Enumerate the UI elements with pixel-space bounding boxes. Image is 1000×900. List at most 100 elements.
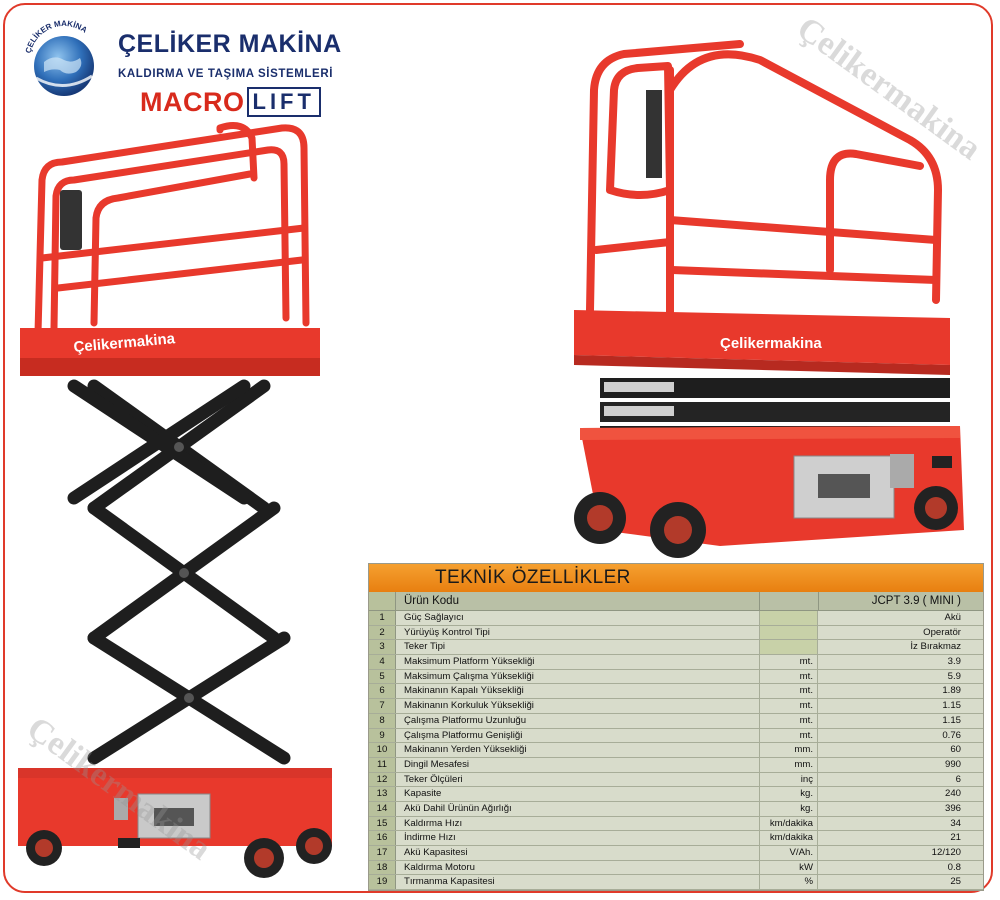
row-number: 18 bbox=[369, 860, 396, 875]
spec-unit: mt. bbox=[760, 699, 818, 713]
spec-name: Dingil Mesafesi bbox=[396, 757, 760, 772]
spec-value: 0.76 bbox=[942, 729, 961, 741]
spec-name: Maksimum Çalışma Yüksekliği bbox=[396, 669, 760, 684]
spec-unit: mt. bbox=[760, 728, 818, 743]
spec-value: 3.9 bbox=[947, 656, 961, 668]
spec-name: Kapasite bbox=[396, 787, 760, 801]
product-logo-part-a: MACRO bbox=[140, 86, 245, 117]
spec-name: Kaldırma Hızı bbox=[396, 816, 760, 831]
spec-unit: kg. bbox=[760, 801, 818, 816]
spec-value: Operatör bbox=[923, 626, 961, 638]
row-number: 16 bbox=[369, 831, 396, 845]
spec-unit: inç bbox=[760, 772, 818, 787]
row-number: 5 bbox=[369, 669, 396, 684]
row-number: 14 bbox=[369, 801, 396, 816]
row-number: 19 bbox=[369, 875, 396, 890]
spec-unit: mt. bbox=[760, 655, 818, 669]
spec-name: Akü Kapasitesi bbox=[396, 846, 760, 860]
row-number: 11 bbox=[369, 757, 396, 772]
spec-name: Makinanın Korkuluk Yüksekliği bbox=[396, 699, 760, 713]
spec-value: 396 bbox=[944, 802, 961, 814]
spec-name: Güç Sağlayıcı bbox=[396, 611, 760, 625]
spec-name: Tırmanma Kapasitesi bbox=[396, 875, 760, 890]
company-subtitle: KALDIRMA VE TAŞIMA SİSTEMLERİ bbox=[118, 68, 334, 80]
spec-value: 21 bbox=[950, 832, 961, 844]
row-number: 1 bbox=[369, 611, 396, 625]
row-number: 15 bbox=[369, 816, 396, 831]
spec-unit: km/dakika bbox=[760, 816, 818, 831]
spec-name: Kaldırma Motoru bbox=[396, 860, 760, 875]
company-name: ÇELİKER MAKİNA bbox=[118, 30, 342, 58]
spec-unit: % bbox=[760, 875, 818, 890]
specs-title: TEKNİK ÖZELLİKLER bbox=[369, 564, 983, 592]
spec-value: 5.9 bbox=[947, 670, 961, 682]
spec-unit: mt. bbox=[760, 684, 818, 699]
row-number: 9 bbox=[369, 728, 396, 743]
company-globe-logo: ÇELİKER MAKİNA bbox=[24, 20, 94, 96]
spec-value: 990 bbox=[944, 758, 961, 770]
product-logo: MACRO LIFT bbox=[140, 86, 321, 118]
specs-header-row: Ürün Kodu JCPT 3.9 ( MINI ) bbox=[369, 592, 983, 611]
spec-name: Makinanın Kapalı Yüksekliği bbox=[396, 684, 760, 699]
spec-name: Teker Ölçüleri bbox=[396, 772, 760, 787]
spec-value: Akü bbox=[944, 612, 961, 623]
spec-name: Yürüyüş Kontrol Tipi bbox=[396, 625, 760, 640]
row-number: 3 bbox=[369, 640, 396, 655]
spec-value: 34 bbox=[950, 817, 961, 829]
spec-name: Çalışma Platformu Genişliği bbox=[396, 728, 760, 743]
product-model: JCPT 3.9 ( MINI ) bbox=[871, 595, 961, 607]
spec-value: 240 bbox=[944, 788, 961, 800]
spec-value: 1.15 bbox=[942, 714, 961, 726]
row-number: 8 bbox=[369, 713, 396, 728]
row-number: 7 bbox=[369, 699, 396, 713]
spec-unit bbox=[760, 640, 818, 655]
spec-unit bbox=[760, 611, 818, 625]
spec-unit: km/dakika bbox=[760, 831, 818, 845]
row-number: 10 bbox=[369, 743, 396, 757]
spec-unit: mt. bbox=[760, 713, 818, 728]
spec-unit: mm. bbox=[760, 757, 818, 772]
spec-unit: mm. bbox=[760, 743, 818, 757]
spec-name: Maksimum Platform Yüksekliği bbox=[396, 655, 760, 669]
row-number: 6 bbox=[369, 684, 396, 699]
spec-value: 60 bbox=[950, 744, 961, 756]
spec-unit: kW bbox=[760, 860, 818, 875]
product-code-label: Ürün Kodu bbox=[396, 592, 760, 610]
row-number: 12 bbox=[369, 772, 396, 787]
spec-name: Makinanın Yerden Yüksekliği bbox=[396, 743, 760, 757]
technical-specs-table: TEKNİK ÖZELLİKLER Ürün Kodu JCPT 3.9 ( M… bbox=[368, 563, 984, 892]
row-number: 17 bbox=[369, 846, 396, 860]
spec-unit bbox=[760, 625, 818, 640]
machine-label-right: Çelikermakina bbox=[720, 335, 822, 352]
spec-value: 6 bbox=[955, 773, 961, 785]
product-logo-part-b: LIFT bbox=[246, 87, 321, 117]
row-number: 2 bbox=[369, 625, 396, 640]
spec-value: 1.15 bbox=[942, 700, 961, 712]
spec-unit: kg. bbox=[760, 787, 818, 801]
spec-value: 12/120 bbox=[931, 847, 961, 858]
spec-value: İz Bırakmaz bbox=[910, 641, 961, 653]
scissor-lift-extended-image: Çelikermakina bbox=[18, 122, 332, 878]
spec-name: Teker Tipi bbox=[396, 640, 760, 655]
row-number: 13 bbox=[369, 787, 396, 801]
spec-name: Çalışma Platformu Uzunluğu bbox=[396, 713, 760, 728]
spec-value: 1.89 bbox=[942, 685, 961, 697]
spec-unit: mt. bbox=[760, 669, 818, 684]
spec-value: 0.8 bbox=[947, 861, 961, 873]
